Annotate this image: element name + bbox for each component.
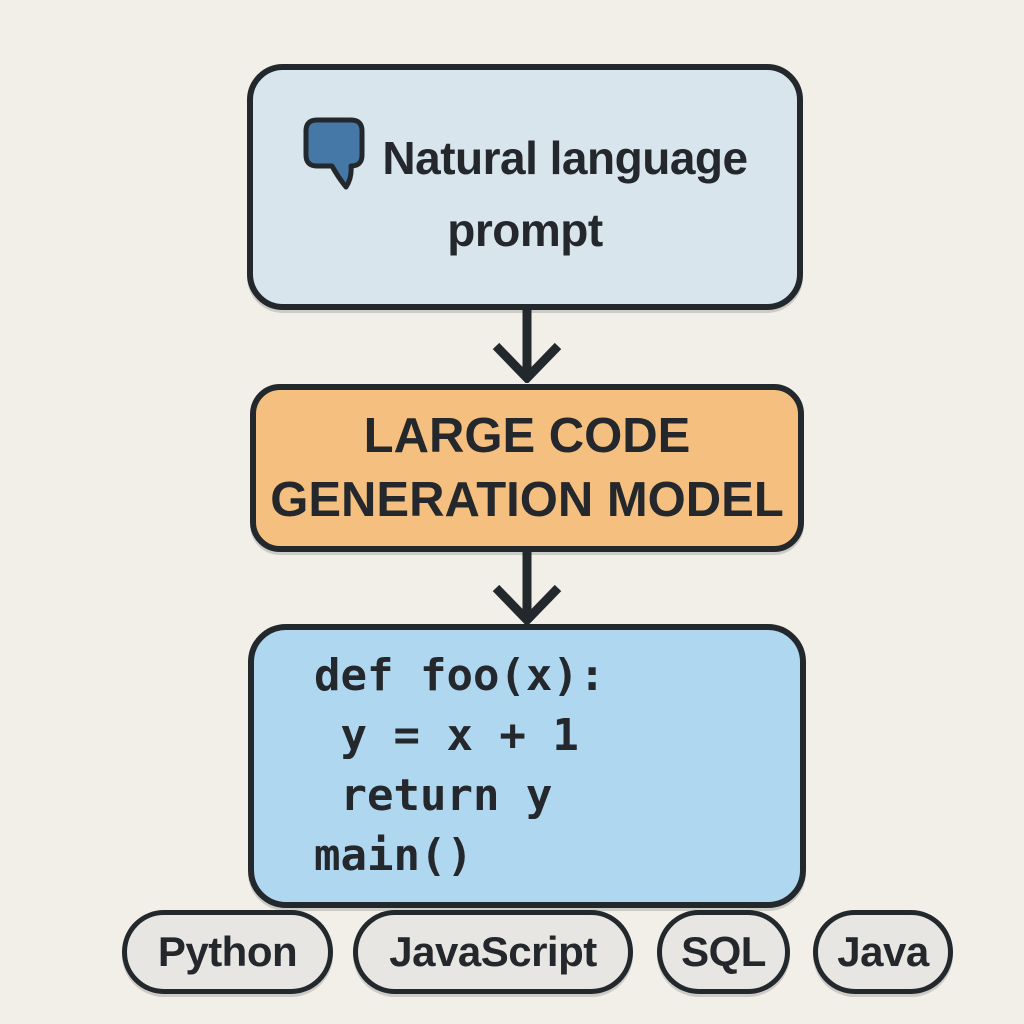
model-label-line2: GENERATION MODEL [270, 473, 784, 527]
arrow-down-icon [492, 309, 562, 383]
prompt-label-line1: Natural language [382, 132, 748, 184]
generated-code-box: def foo(x): y = x + 1 return y main() [248, 624, 806, 908]
prompt-label-line2: prompt [447, 204, 603, 256]
model-label-line1: LARGE CODE [363, 409, 691, 463]
speech-bubble-icon [302, 115, 366, 201]
code-line: return y [314, 770, 553, 821]
prompt-box-line1: Natural language [302, 115, 748, 201]
natural-language-prompt-box: Natural language prompt [247, 64, 803, 310]
code-line: def foo(x): [314, 650, 606, 701]
code-line: y = x + 1 [314, 710, 579, 761]
pill-java: Java [813, 910, 953, 994]
code-line: main() [314, 830, 473, 881]
pill-javascript: JavaScript [353, 910, 633, 994]
arrow-down-icon [492, 551, 562, 625]
large-code-generation-model-box: LARGE CODE GENERATION MODEL [250, 384, 804, 552]
pill-sql: SQL [657, 910, 790, 994]
pill-python: Python [122, 910, 333, 994]
